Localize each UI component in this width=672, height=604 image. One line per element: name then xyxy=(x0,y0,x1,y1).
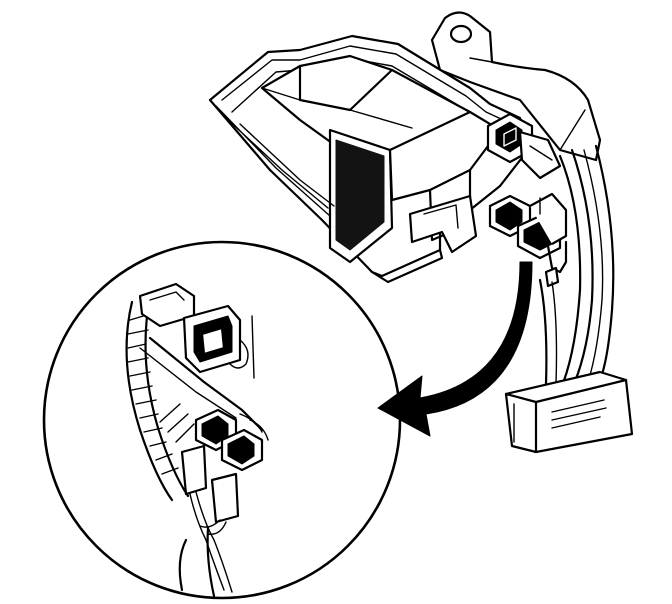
mounting-bracket xyxy=(430,11,602,162)
mounting-hole xyxy=(449,24,473,44)
module-housing xyxy=(208,34,530,284)
ribbed-conduit xyxy=(125,294,190,502)
detail-connector-upper xyxy=(138,282,255,379)
label-plate xyxy=(504,370,634,454)
detail-connector-lower xyxy=(180,408,269,524)
wiring-harness xyxy=(538,144,615,388)
connectors xyxy=(486,112,568,288)
callout-arrow xyxy=(377,261,533,437)
detail-magnifier-circle xyxy=(42,240,402,600)
